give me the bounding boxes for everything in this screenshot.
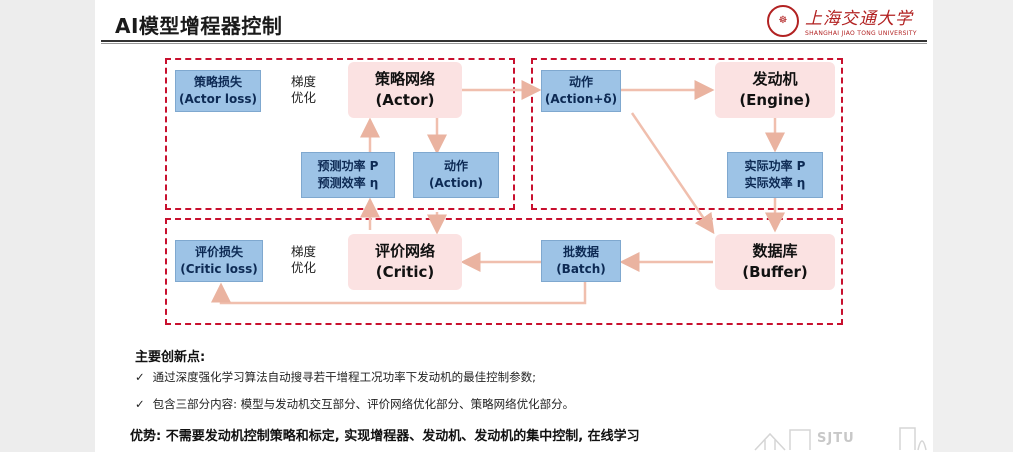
innovation-heading: 主要创新点:	[135, 350, 206, 365]
innovation-point: ✓通过深度强化学习算法自动搜寻若干增程工况功率下发动机的最佳控制参数;	[135, 370, 537, 384]
actor-gradient-label: 梯度 优化	[291, 74, 317, 105]
university-name-cn: 上海交通大学	[805, 9, 913, 29]
university-seal-icon: ☸	[767, 4, 799, 37]
critic-gradient-label: 梯度 优化	[291, 244, 317, 275]
critic-loss-box: 评价损失 (Critic loss)	[175, 240, 263, 282]
check-icon: ✓	[135, 397, 145, 411]
actor-loss-box: 策略损失 (Actor loss)	[175, 70, 261, 112]
advantage-statement: 优势: 不需要发动机控制策略和标定, 实现增程器、发动机、发动机的集中控制, 在…	[130, 429, 640, 444]
predicted-power-box: 预测功率 P 预测效率 η	[301, 152, 395, 198]
title-underline	[101, 40, 927, 42]
critic-group	[165, 218, 843, 325]
innovation-point: ✓包含三部分内容: 模型与发动机交互部分、评价网络优化部分、策略网络优化部分。	[135, 397, 575, 411]
batch-box: 批数据 (Batch)	[541, 240, 621, 282]
engine-box: 发动机 (Engine)	[715, 62, 835, 118]
action-delta-box: 动作 (Action+δ)	[541, 70, 621, 112]
left-margin	[0, 0, 95, 452]
buffer-box: 数据库 (Buffer)	[715, 234, 835, 290]
title-underline-thin	[101, 43, 927, 44]
actual-power-box: 实际功率 P 实际效率 η	[727, 152, 823, 198]
slide: AI模型增程器控制 ☸ 上海交通大学 SHANGHAI JIAO TONG UN…	[95, 0, 933, 452]
university-logo: ☸ 上海交通大学 SHANGHAI JIAO TONG UNIVERSITY	[767, 4, 917, 37]
university-name-en: SHANGHAI JIAO TONG UNIVERSITY	[805, 30, 917, 37]
sjtu-watermark: SJTU	[817, 431, 855, 446]
critic-network-box: 评价网络 (Critic)	[348, 234, 462, 290]
right-margin	[933, 0, 1013, 452]
check-icon: ✓	[135, 370, 145, 384]
campus-watermark-icon	[754, 427, 927, 451]
actor-group	[165, 58, 515, 210]
action-box: 动作 (Action)	[413, 152, 499, 198]
actor-network-box: 策略网络 (Actor)	[348, 62, 462, 118]
slide-title: AI模型增程器控制	[115, 14, 283, 38]
diagram-arrows	[211, 80, 785, 305]
engine-group	[531, 58, 843, 210]
